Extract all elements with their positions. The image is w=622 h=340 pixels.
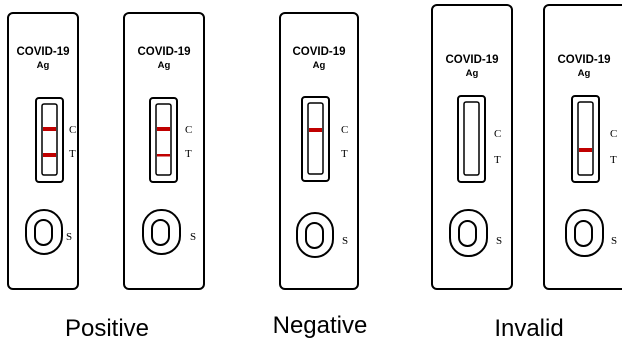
control-line xyxy=(43,127,56,131)
cassette-negative: COVID-19 Ag C T S xyxy=(279,12,359,290)
sample-label: S xyxy=(342,235,348,247)
result-window xyxy=(41,103,58,176)
test-label: T xyxy=(69,148,76,160)
test-label: T xyxy=(494,154,501,166)
sample-well xyxy=(458,220,477,247)
sample-label: S xyxy=(496,235,502,247)
result-window xyxy=(463,101,480,176)
cassette-subtitle: Ag xyxy=(313,60,326,71)
test-label: T xyxy=(185,148,192,160)
sample-label: S xyxy=(66,231,72,243)
sample-well xyxy=(34,219,53,246)
control-label: C xyxy=(494,128,501,140)
cassette-title: COVID-19 xyxy=(292,46,345,58)
control-label: C xyxy=(69,124,76,136)
caption-invalid: Invalid xyxy=(494,315,563,340)
cassette-subtitle: Ag xyxy=(37,60,50,71)
control-label: C xyxy=(185,124,192,136)
test-label: T xyxy=(341,148,348,160)
result-window xyxy=(307,102,324,175)
cassette-subtitle: Ag xyxy=(158,60,171,71)
cassette-title: COVID-19 xyxy=(137,46,190,58)
cassette-positive-2: COVID-19 Ag C T S xyxy=(123,12,205,290)
sample-well xyxy=(305,222,324,249)
cassette-title: COVID-19 xyxy=(557,54,610,66)
cassette-subtitle: Ag xyxy=(578,68,591,79)
caption-positive: Positive xyxy=(65,315,149,340)
test-label: T xyxy=(610,154,617,166)
sample-label: S xyxy=(611,235,617,247)
cassette-title: COVID-19 xyxy=(445,54,498,66)
test-line xyxy=(579,148,592,152)
test-line xyxy=(157,154,170,157)
result-window xyxy=(577,101,594,176)
cassette-positive-1: COVID-19 Ag C T S xyxy=(7,12,79,290)
control-line xyxy=(157,127,170,131)
test-line xyxy=(43,153,56,157)
cassette-title: COVID-19 xyxy=(16,46,69,58)
result-window xyxy=(155,103,172,176)
control-label: C xyxy=(610,128,617,140)
sample-label: S xyxy=(190,231,196,243)
sample-well xyxy=(574,220,593,247)
control-label: C xyxy=(341,124,348,136)
cassette-invalid-1: COVID-19 Ag C T S xyxy=(431,4,513,290)
cassette-invalid-2: COVID-19 Ag C T S xyxy=(543,4,622,290)
cassette-subtitle: Ag xyxy=(466,68,479,79)
sample-well xyxy=(151,219,170,246)
caption-negative: Negative xyxy=(273,312,368,339)
control-line xyxy=(309,128,322,132)
